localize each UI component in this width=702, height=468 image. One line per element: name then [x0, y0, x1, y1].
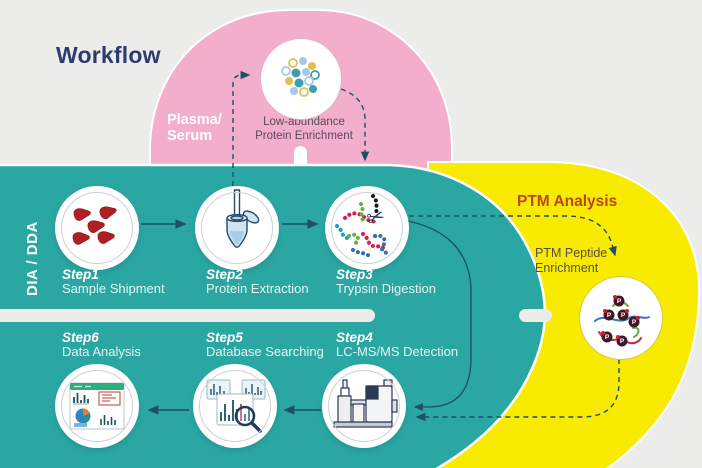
step1-circle — [55, 186, 139, 270]
arrow-step3-step4-curve — [407, 220, 472, 411]
protein-dots-icon — [281, 57, 320, 97]
page-title: Workflow — [56, 42, 161, 68]
peptides-scissors-icon: ✂ — [335, 194, 391, 258]
divider-band — [0, 309, 375, 322]
mass-spec-icon — [333, 379, 398, 428]
step3-circle: ✂ — [325, 186, 409, 270]
tube-pestle-icon — [226, 189, 260, 248]
step4-circle — [322, 364, 406, 448]
svg-text:P: P — [632, 319, 637, 326]
plasma-serum-label: Plasma/ Serum — [167, 112, 222, 144]
spectra-search-icon — [206, 379, 266, 433]
scissors-icon: ✂ — [364, 203, 388, 231]
ptm-peptide-enrichment-label: PTM Peptide Enrichment — [535, 246, 608, 275]
ptm-analysis-title: PTM Analysis — [517, 193, 618, 210]
step6-circle — [55, 364, 139, 448]
dashed-arrow-enrichment-to-step3 — [340, 88, 370, 162]
step3-label: Step3 Trypsin Digestion — [336, 267, 436, 296]
ptm-peptide-circle: P P P P P P — [579, 276, 663, 360]
dashed-arrow-step2-to-enrichment — [232, 70, 251, 186]
low-abundance-circle — [260, 38, 342, 120]
step2-label: Step2 Protein Extraction — [206, 267, 309, 296]
liver-samples-icon — [72, 206, 117, 245]
divider-band-pill — [519, 309, 552, 322]
step5-label: Step5 Database Searching — [206, 330, 324, 359]
step1-label: Step1 Sample Shipment — [62, 267, 165, 296]
step6-label: Step6 Data Analysis — [62, 330, 141, 359]
svg-text:P: P — [607, 312, 612, 319]
dashed-arrow-step3-to-ptm — [409, 215, 617, 257]
dia-dda-axis-label: DIA / DDA — [24, 221, 41, 296]
phospho-peptides-icon: P P P P P P — [594, 295, 650, 347]
step2-circle — [195, 186, 279, 270]
svg-text:P: P — [620, 338, 625, 345]
svg-text:P: P — [605, 334, 610, 341]
step5-circle — [193, 364, 277, 448]
low-abundance-enrichment-label: Low-abundance Protein Enrichment — [255, 116, 353, 142]
svg-text:P: P — [621, 312, 626, 319]
step4-label: Step4 LC-MS/MS Detection — [336, 330, 459, 359]
svg-text:P: P — [617, 298, 622, 305]
charts-dashboard-icon — [69, 382, 125, 430]
phospho-sites: P P P P P P — [601, 295, 640, 347]
